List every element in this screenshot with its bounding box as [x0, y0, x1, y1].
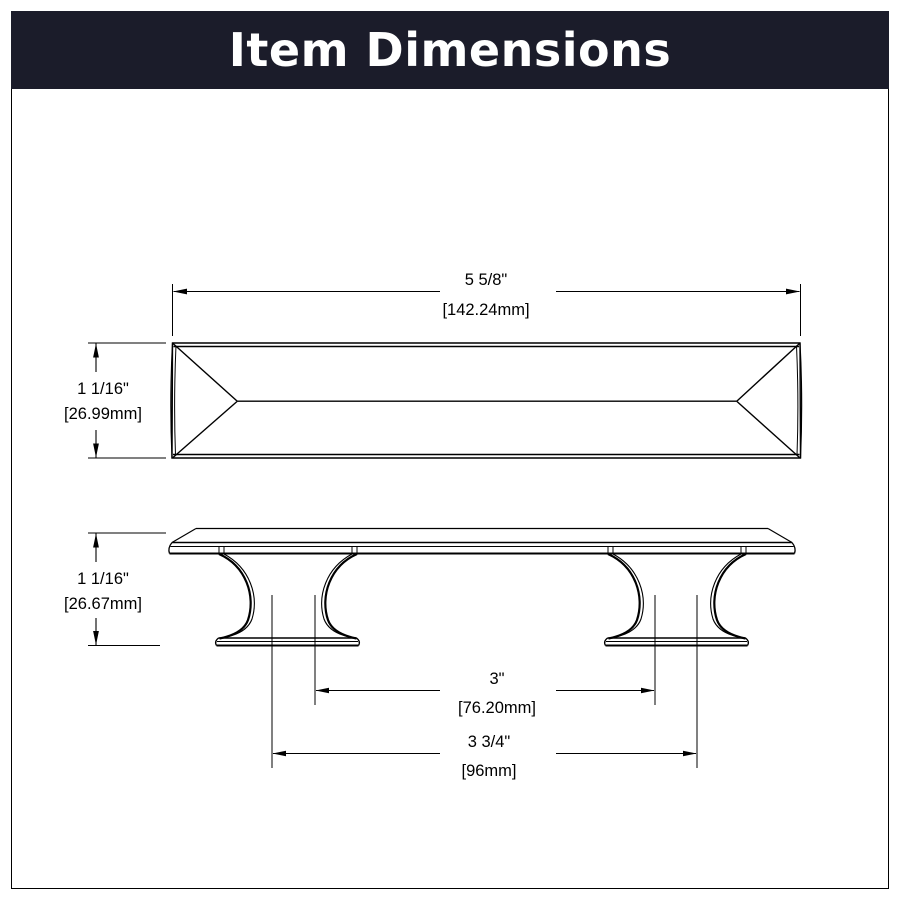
side-view-geometry	[168, 527, 796, 555]
post-spread-imperial-label: 3 3/4"	[468, 733, 511, 751]
center-to-center-metric-label: [76.20mm]	[458, 699, 536, 717]
overall-length-metric-label: [142.24mm]	[442, 301, 529, 319]
side-view-left-post	[214, 552, 361, 647]
post-spread-dimension	[271, 595, 698, 768]
page-title: Item Dimensions	[228, 23, 672, 77]
side-view-height-dimension	[88, 532, 166, 646]
overall-length-imperial-label: 5 5/8"	[465, 271, 508, 289]
overall-length-dimension	[172, 284, 801, 336]
top-view-width-metric-label: [26.99mm]	[64, 405, 142, 423]
top-view-width-imperial-label: 1 1/16"	[77, 380, 129, 398]
top-view-geometry	[170, 342, 803, 459]
side-view-height-imperial-label: 1 1/16"	[77, 570, 129, 588]
side-view-right-post	[603, 552, 750, 647]
top-view-width-dimension	[88, 342, 166, 459]
title-banner: Item Dimensions	[11, 11, 889, 89]
post-spread-metric-label: [96mm]	[461, 762, 516, 780]
side-view-height-metric-label: [26.67mm]	[64, 595, 142, 613]
center-to-center-imperial-label: 3"	[489, 670, 504, 688]
center-to-center-dimension	[314, 595, 656, 705]
